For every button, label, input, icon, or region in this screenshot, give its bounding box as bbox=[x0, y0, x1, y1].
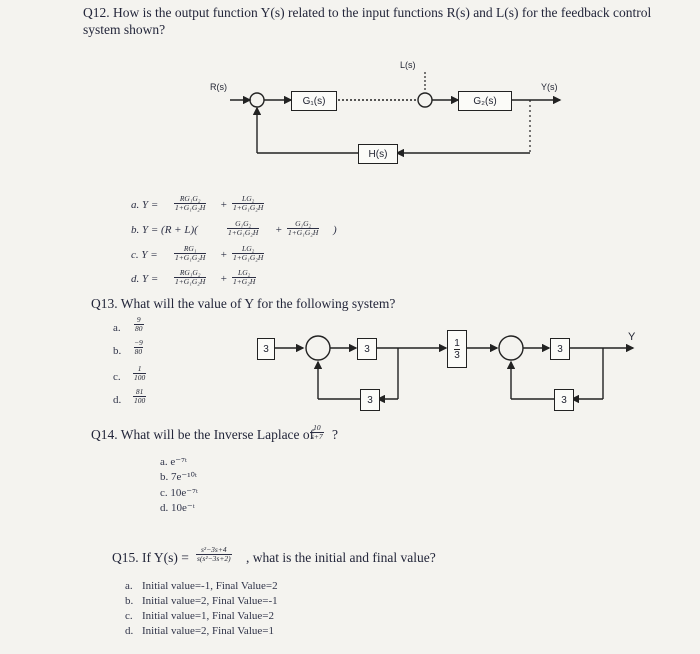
q15-prefix: Q15. If Y(s) = bbox=[112, 550, 189, 565]
q13-option-a-letter: a. bbox=[113, 322, 121, 334]
label-l: L(s) bbox=[400, 60, 416, 70]
q12-question-line2: system shown? bbox=[83, 22, 166, 37]
block-h: H(s) bbox=[358, 144, 398, 164]
block-feedback-2: 3 bbox=[554, 389, 574, 411]
q15-option-a-text: Initial value=-1, Final Value=2 bbox=[142, 580, 278, 592]
label-r: R(s) bbox=[210, 82, 227, 92]
summing-junction-3 bbox=[305, 335, 331, 361]
q14-option-d: d. 10e⁻ᵗ bbox=[160, 502, 195, 514]
q12-option-d-prefix: d. Y = bbox=[131, 273, 159, 285]
q14-option-a: a. e⁻⁷ᵗ bbox=[160, 456, 188, 468]
q15-option-c-text: Initial value=1, Final Value=2 bbox=[142, 610, 274, 622]
q13-option-d-letter: d. bbox=[113, 394, 122, 406]
q15-option-b-text: Initial value=2, Final Value=-1 bbox=[142, 595, 278, 607]
q13-option-c-letter: c. bbox=[113, 371, 121, 383]
q12-option-a-prefix: a. Y = bbox=[131, 199, 159, 211]
q15-option-a-letter: a. bbox=[125, 580, 133, 592]
q13-option-b-letter: b. bbox=[113, 345, 122, 357]
q15-suffix: , what is the initial and final value? bbox=[246, 550, 436, 565]
q12-option-b-prefix: b. Y = (R + L)( bbox=[131, 224, 198, 236]
block-g2: G₂(s) bbox=[458, 91, 512, 111]
q14-option-c: c. 10e⁻⁷ᵗ bbox=[160, 487, 199, 499]
label-y: Y(s) bbox=[541, 82, 558, 92]
block-forward-1: 3 bbox=[357, 338, 377, 360]
block-middle-gain: 1 3 bbox=[447, 330, 467, 368]
block-feedback-1: 3 bbox=[360, 389, 380, 411]
q15-option-c-letter: c. bbox=[125, 610, 133, 622]
block-input-gain: 3 bbox=[257, 338, 275, 360]
q13-output-label: Y bbox=[628, 331, 636, 343]
q12-question-line1: Q12. How is the output function Y(s) rel… bbox=[83, 5, 652, 20]
q14-question: Q14. What will be the Inverse Laplace of bbox=[91, 427, 315, 442]
q15-option-d-letter: d. bbox=[125, 625, 134, 637]
summing-junction-4 bbox=[498, 335, 524, 361]
q15-option-d-text: Initial value=2, Final Value=1 bbox=[142, 625, 274, 637]
summing-junction-1 bbox=[249, 92, 265, 108]
q15-option-b-letter: b. bbox=[125, 595, 134, 607]
q12-option-c-prefix: c. Y = bbox=[131, 249, 158, 261]
block-g1: G₁(s) bbox=[291, 91, 337, 111]
block-forward-2: 3 bbox=[550, 338, 570, 360]
q13-question: Q13. What will the value of Y for the fo… bbox=[91, 296, 396, 311]
q14-option-b: b. 7e⁻¹⁰ᵗ bbox=[160, 471, 198, 483]
summing-junction-2 bbox=[417, 92, 433, 108]
